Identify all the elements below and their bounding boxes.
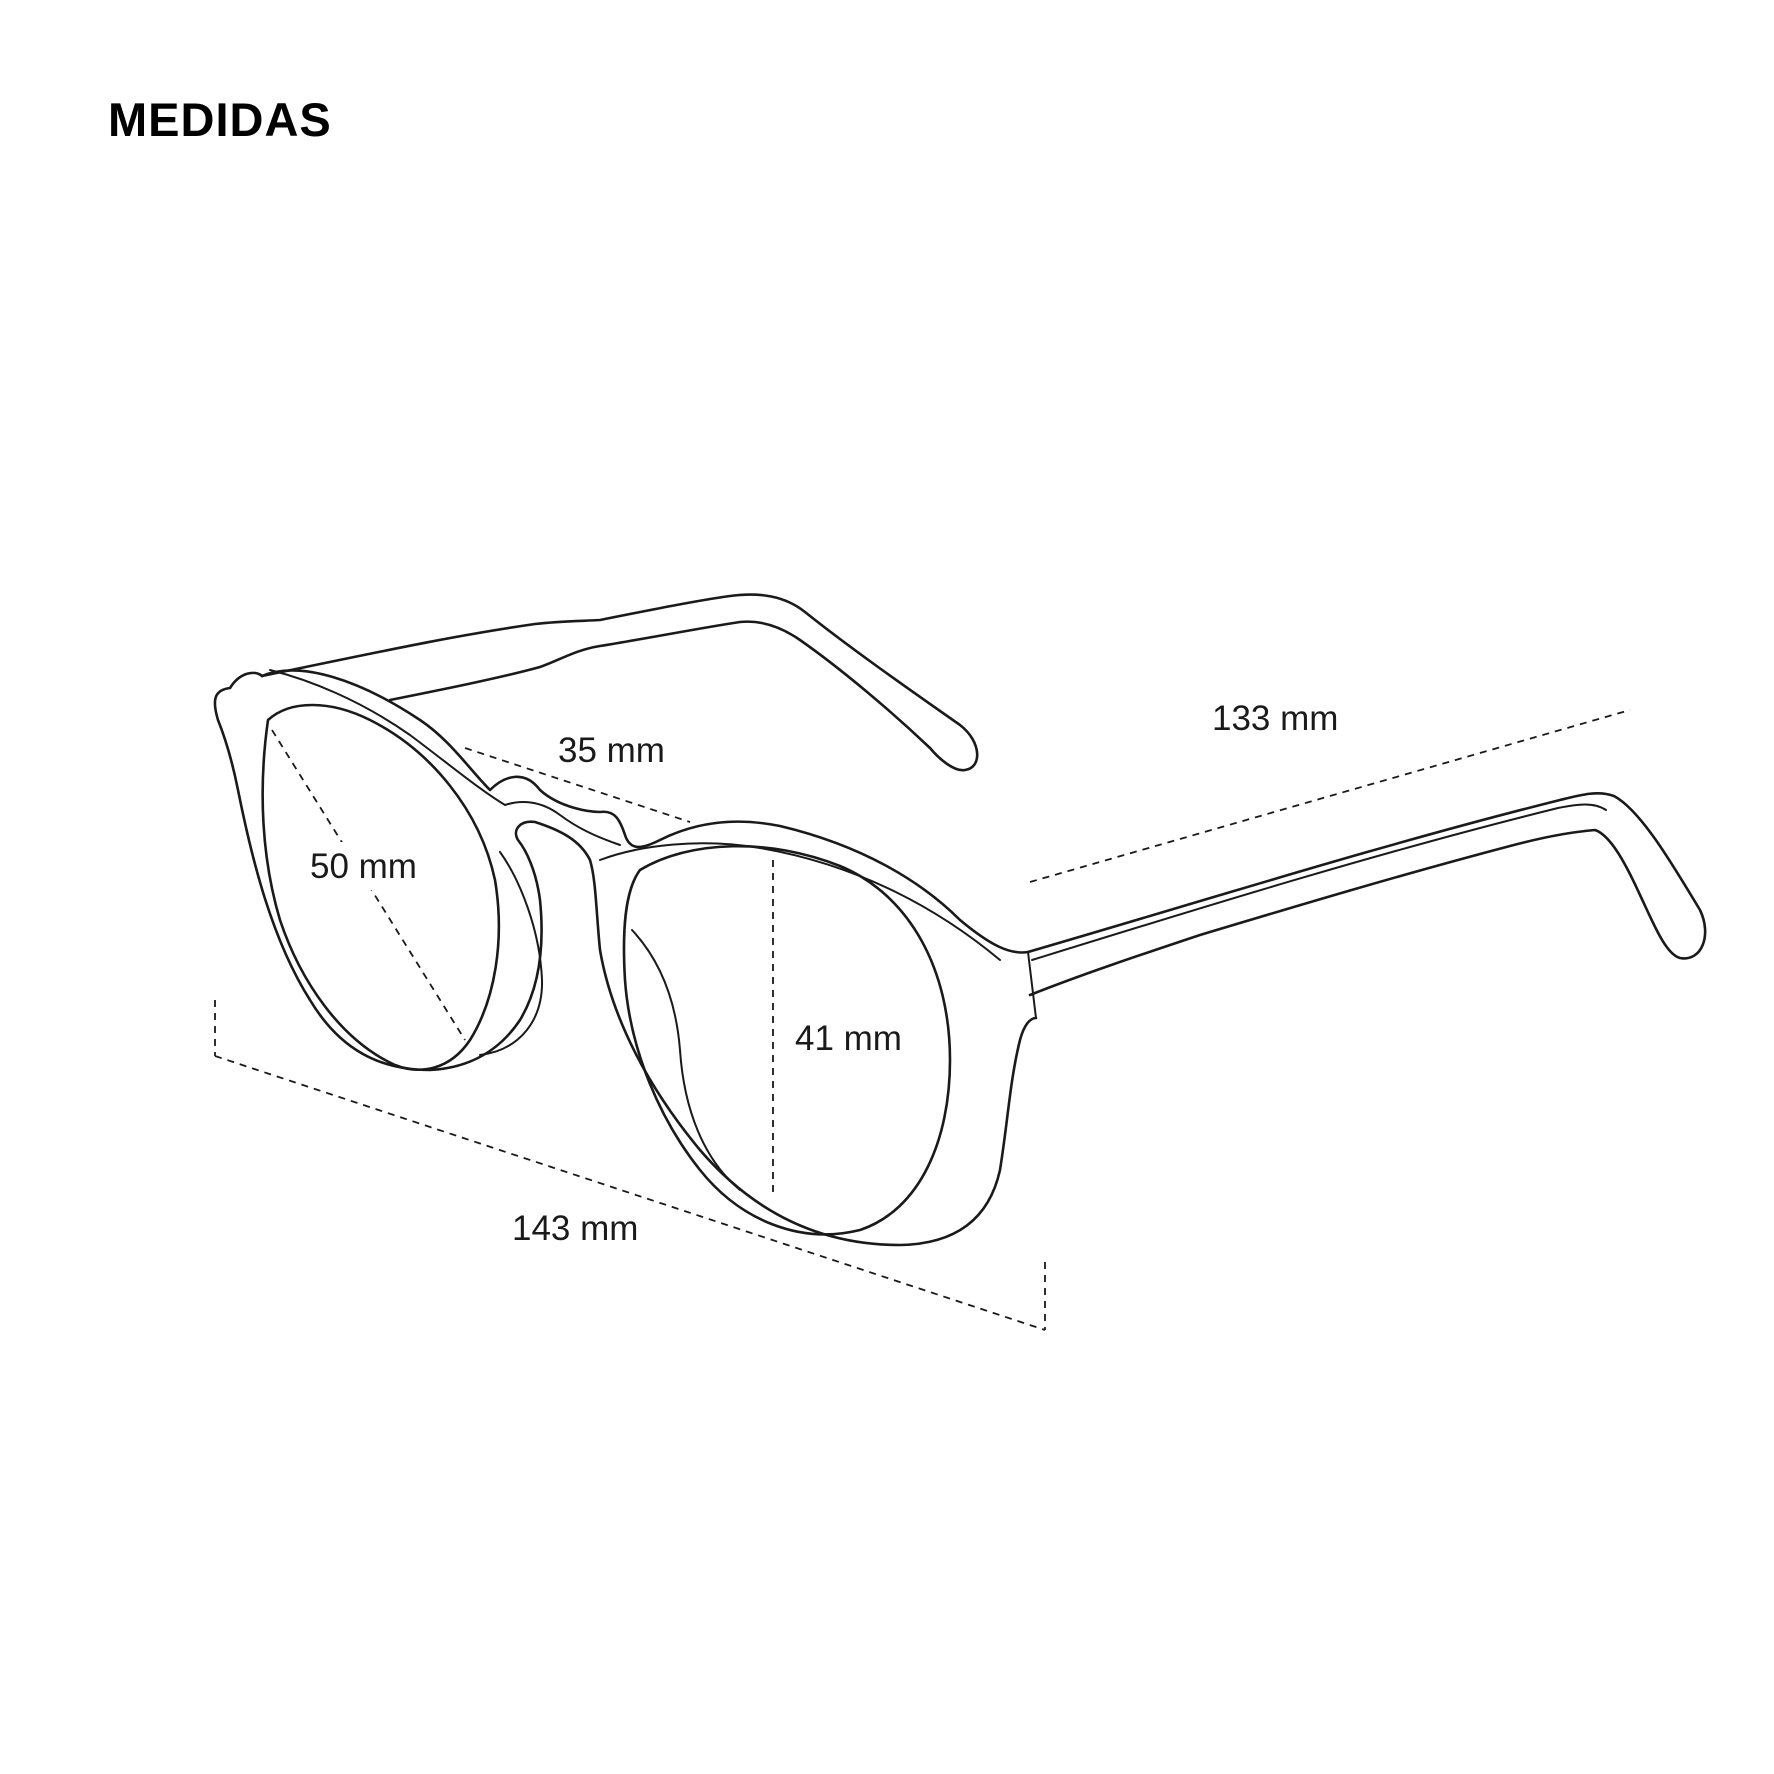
bridge-width-line — [464, 747, 691, 823]
frame-width-label: 143 mm — [512, 1209, 638, 1248]
left-lens — [261, 703, 544, 1071]
page-title: MEDIDAS — [108, 93, 332, 146]
back-temple-arm — [260, 593, 979, 772]
temple-length-line — [1029, 709, 1631, 883]
lens-width-label-bg — [305, 842, 445, 890]
frame-front — [213, 669, 1038, 1247]
frame-width-line — [214, 1055, 1046, 1331]
right-lens — [622, 844, 952, 1236]
lens-height-label: 41 mm — [795, 1019, 902, 1058]
front-temple-arm — [1026, 792, 1707, 1019]
bridge-width-label: 35 mm — [558, 731, 665, 770]
lens-width-label: 50 mm — [310, 847, 417, 886]
frame-width-label-bg — [505, 1205, 655, 1253]
temple-length-label: 133 mm — [1212, 699, 1338, 738]
